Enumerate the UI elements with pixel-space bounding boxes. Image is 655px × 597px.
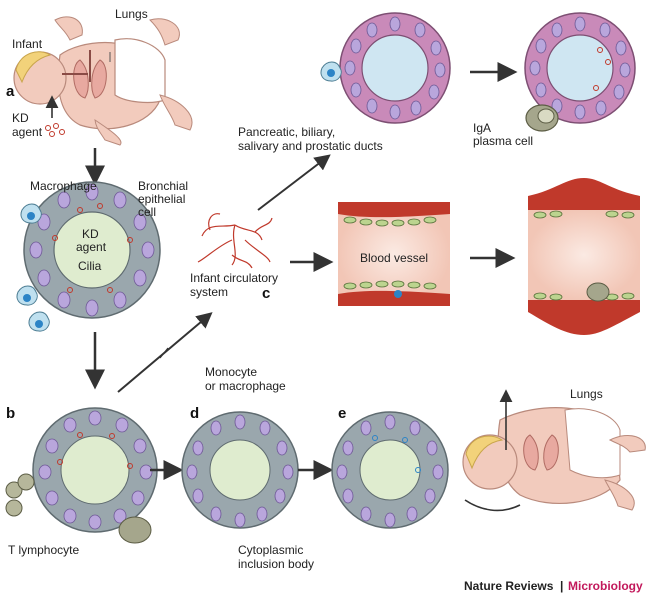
panel-label-a: a	[6, 83, 15, 100]
blood-vessel-normal	[338, 202, 450, 306]
label-monocyte-2: or macrophage	[205, 379, 286, 393]
label-iga-1: IgA	[473, 121, 491, 135]
panel-label-b: b	[6, 405, 15, 422]
panel-label-e: e	[338, 405, 346, 422]
label-kd-inner-1: KD	[82, 227, 99, 241]
label-circulatory-1: Infant circulatory	[190, 271, 278, 285]
blood-vessel-aneurysm	[528, 178, 640, 335]
label-bronchial-1: Bronchial	[138, 179, 188, 193]
label-cilia: Cilia	[78, 259, 102, 273]
infant-bottom-illustration	[462, 389, 646, 512]
label-kd-agent-2: agent	[12, 125, 43, 139]
bronchial-airway-cross-section	[16, 181, 161, 332]
label-monocyte-1: Monocyte	[205, 365, 257, 379]
label-circulatory-2: system	[190, 285, 228, 299]
label-kd-agent-1: KD	[12, 111, 29, 125]
label-bronchial-2: epithelial	[138, 192, 185, 206]
duct-cross-section-before	[320, 12, 451, 124]
label-inclusion-2: inclusion body	[238, 557, 314, 571]
panel-label-c: c	[262, 285, 270, 302]
panel-label-d: d	[190, 405, 199, 422]
label-lungs-bottom: Lungs	[570, 387, 603, 401]
credit-separator: |	[560, 579, 563, 593]
infant-circulatory-network	[197, 213, 273, 269]
label-bronchial-3: cell	[138, 205, 156, 219]
label-t-lymphocyte: T lymphocyte	[8, 543, 79, 557]
arrow-to-ducts	[257, 154, 331, 211]
label-ducts-1: Pancreatic, biliary,	[238, 125, 335, 139]
label-macrophage: Macrophage	[30, 179, 97, 193]
label-lungs-top: Lungs	[115, 7, 148, 21]
duct-cross-section-after	[524, 12, 636, 132]
credit-journal: Nature Reviews	[464, 579, 554, 593]
monocyte-branch-line	[159, 347, 169, 359]
label-inclusion-1: Cytoplasmic	[238, 543, 303, 557]
credit-section: Microbiology	[568, 579, 643, 593]
airway-panel-d	[181, 411, 299, 529]
airway-panel-e	[331, 411, 449, 529]
label-blood-vessel: Blood vessel	[360, 251, 428, 265]
label-infant: Infant	[12, 37, 43, 51]
airway-panel-b	[5, 407, 158, 544]
label-iga-2: plasma cell	[473, 134, 533, 148]
infant-top-illustration	[13, 16, 193, 146]
label-ducts-2: salivary and prostatic ducts	[238, 139, 383, 153]
label-kd-inner-2: agent	[76, 240, 107, 254]
